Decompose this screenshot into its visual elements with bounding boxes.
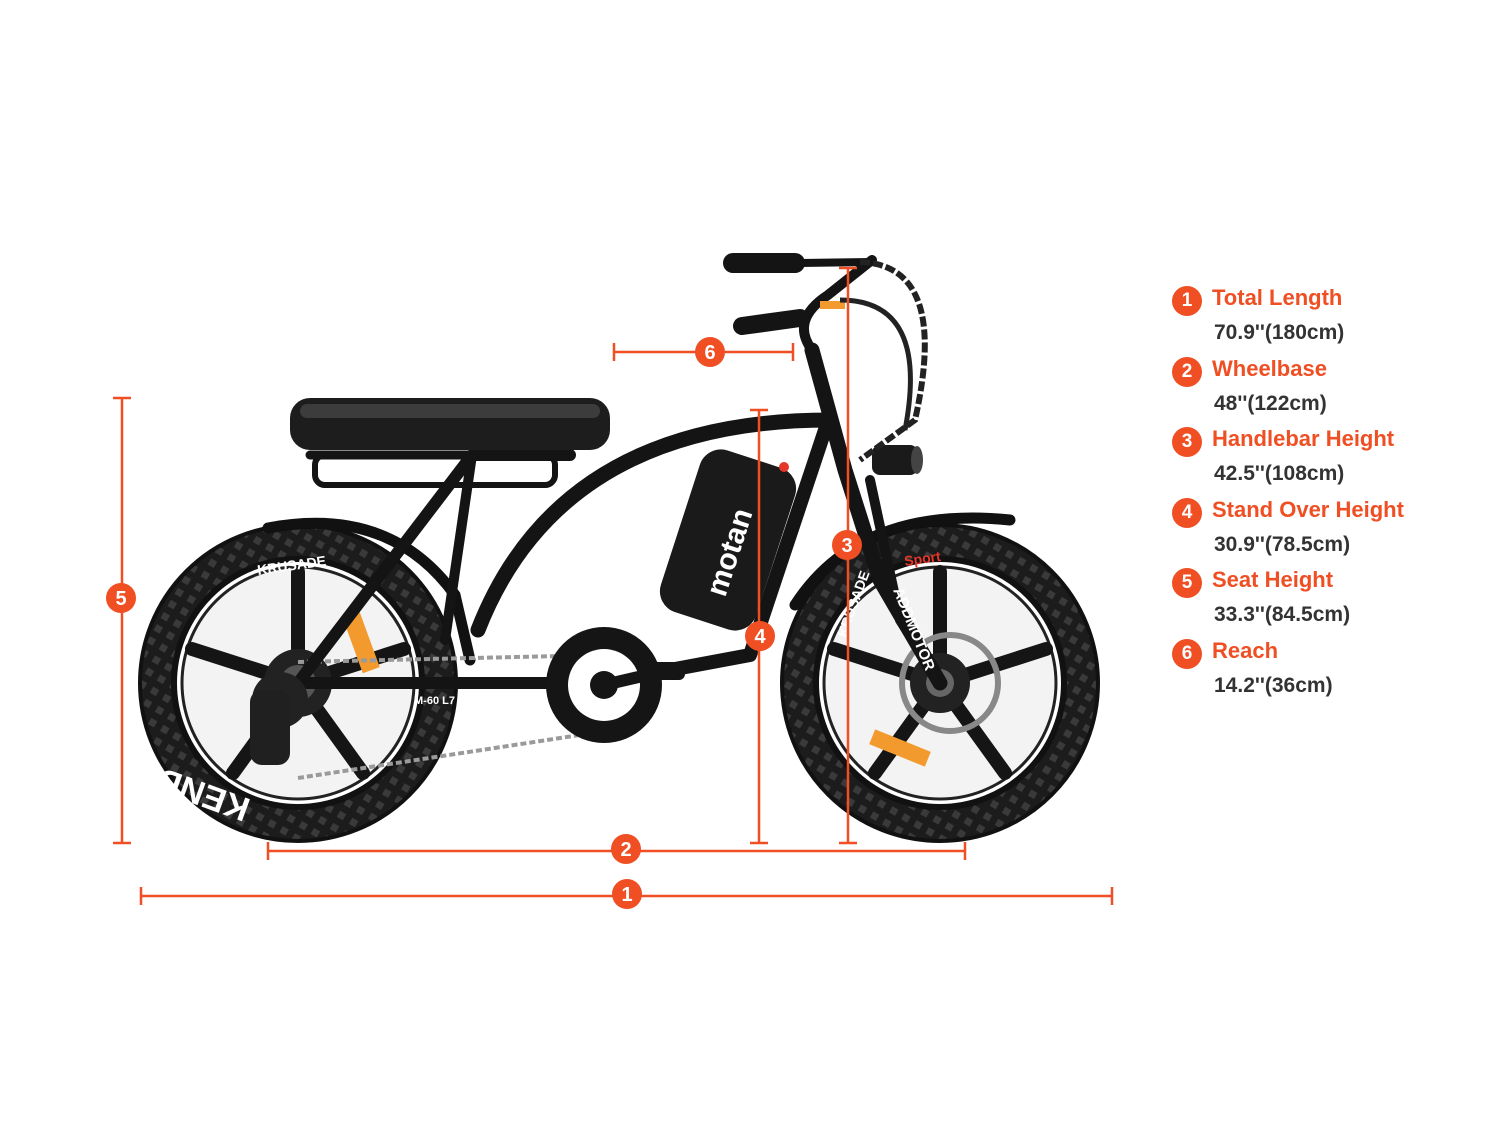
seat	[290, 398, 610, 488]
rear-derailleur: M-60 L7	[250, 672, 455, 765]
spec-stand-over-height: 4 Stand Over Height 30.9''(78.5cm)	[1172, 495, 1492, 566]
spec-number-badge: 5	[1172, 568, 1202, 598]
chain	[297, 653, 605, 780]
spec-name: Handlebar Height	[1212, 426, 1395, 451]
spec-name: Total Length	[1212, 285, 1343, 310]
spec-seat-height: 5 Seat Height 33.3''(84.5cm)	[1172, 565, 1492, 636]
spec-reach: 6 Reach 14.2''(36cm)	[1172, 636, 1492, 707]
svg-text:5: 5	[115, 588, 126, 610]
spec-name: Seat Height	[1212, 567, 1334, 592]
spec-number-badge: 1	[1172, 286, 1202, 316]
marker-6: 6	[695, 337, 725, 367]
spec-name: Wheelbase	[1212, 355, 1327, 381]
svg-text:4: 4	[754, 626, 766, 648]
handlebar	[723, 253, 928, 463]
crankset	[546, 627, 685, 743]
spec-legend: 1 Total Length 70.9''(180cm) 2 Wheelbase…	[1172, 283, 1492, 706]
battery: motan	[659, 449, 797, 631]
dimension-markers: 1 2 3 4 5 6	[106, 337, 862, 909]
spec-handlebar-height: 3 Handlebar Height 42.5''(108cm)	[1172, 424, 1492, 495]
front-tire-variant: Sport	[903, 548, 942, 569]
marker-4: 4	[745, 621, 775, 651]
spec-value: 30.9''(78.5cm)	[1214, 532, 1351, 556]
spec-name: Stand Over Height	[1212, 496, 1404, 522]
marker-1: 1	[612, 879, 642, 909]
rear-fender	[262, 517, 476, 666]
front-wheel: KENDA KRUSADE Sport	[780, 523, 1129, 856]
spec-number-badge: 4	[1172, 497, 1202, 528]
svg-text:2: 2	[620, 839, 631, 861]
marker-3: 3	[832, 530, 862, 560]
spec-name: Reach	[1212, 637, 1279, 663]
marker-5: 5	[106, 583, 136, 613]
spec-value: 70.9''(180cm)	[1214, 321, 1345, 344]
spec-number-badge: 2	[1172, 356, 1202, 387]
headlight	[872, 445, 923, 475]
derailleur-label: M-60 L7	[414, 695, 455, 707]
marker-2: 2	[611, 834, 641, 864]
spec-value: 33.3''(84.5cm)	[1214, 603, 1351, 626]
spec-value: 14.2''(36cm)	[1214, 673, 1333, 697]
spec-number-badge: 6	[1172, 638, 1202, 669]
spec-value: 48''(122cm)	[1214, 391, 1327, 415]
spec-wheelbase: 2 Wheelbase 48''(122cm)	[1172, 354, 1492, 425]
svg-text:3: 3	[841, 535, 852, 557]
bike-illustration: KENDA KRUSADE KENDA KRUSADE Sport	[128, 253, 1129, 856]
svg-text:1: 1	[621, 884, 632, 906]
spec-number-badge: 3	[1172, 427, 1202, 457]
spec-value: 42.5''(108cm)	[1214, 462, 1345, 485]
svg-text:6: 6	[704, 342, 715, 364]
spec-total-length: 1 Total Length 70.9''(180cm)	[1172, 283, 1492, 354]
